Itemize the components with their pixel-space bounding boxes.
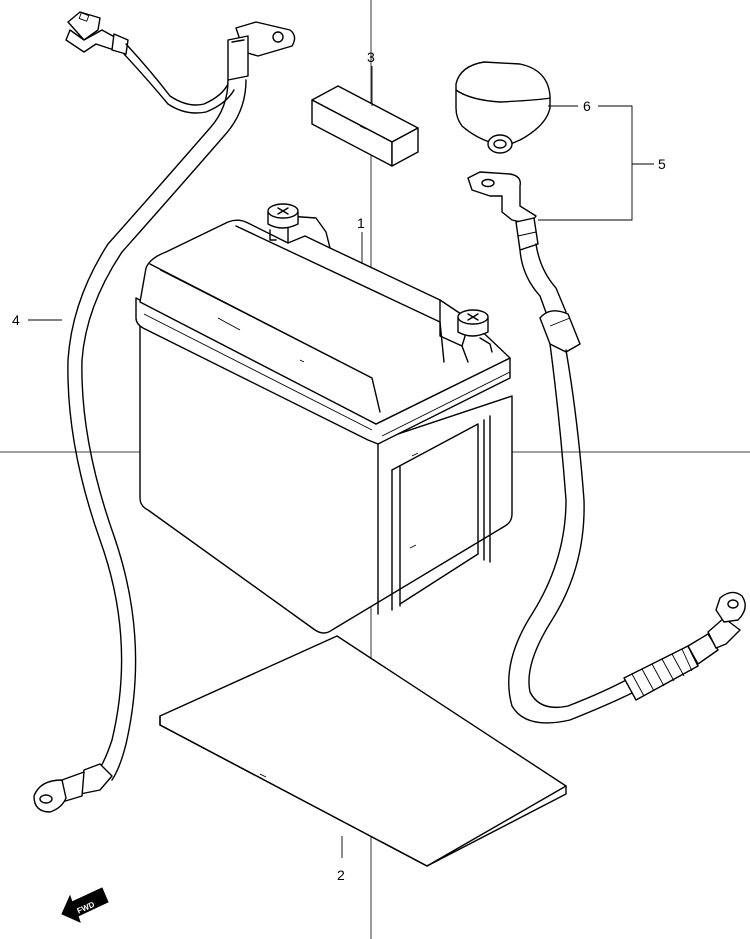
- fwd-indicator: FWD: [61, 887, 109, 923]
- negative-lead: [33, 11, 296, 813]
- callout-4: 4: [12, 312, 20, 328]
- battery: [135, 215, 513, 634]
- positive-terminal-bolt: [457, 309, 493, 353]
- terminal-cover: [455, 61, 551, 154]
- leader-lines: [28, 66, 654, 858]
- callout-5: 5: [658, 156, 666, 172]
- pad: [311, 85, 419, 167]
- callout-labels: 1 2 3 4 5 6: [12, 49, 666, 883]
- callout-1: 1: [357, 215, 365, 231]
- negative-terminal-bolt: [267, 203, 299, 241]
- positive-lead-assembly: [467, 171, 746, 724]
- callout-3: 3: [367, 49, 375, 65]
- callout-2: 2: [337, 867, 345, 883]
- tray-sheet: [159, 635, 567, 867]
- fwd-arrow-icon: [61, 887, 109, 923]
- callout-6: 6: [583, 98, 591, 114]
